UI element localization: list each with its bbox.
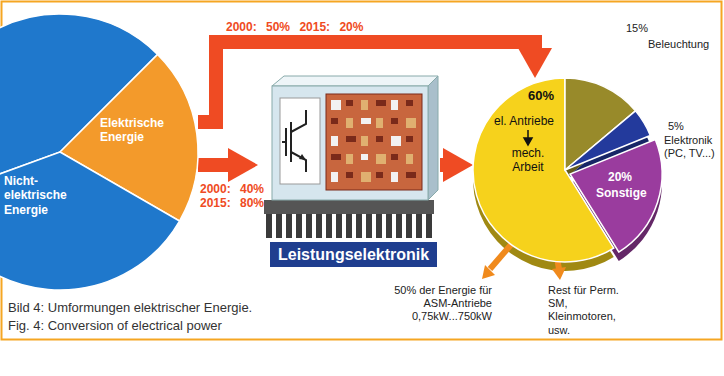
pie-slice [0, 152, 180, 290]
node-label: Nicht-elektrische Energie [4, 174, 74, 217]
edge-label: 2000: 40% 2015: 80% [200, 182, 268, 211]
node-label: 20% [608, 170, 632, 184]
caption-text: Bild 4: Umformungen elektrischer Energie… [8, 300, 252, 316]
node-text: Elektronik (PC, TV...) [664, 134, 720, 160]
node-label: Leistungselektronik [270, 242, 437, 267]
node-label: 15% [626, 22, 648, 35]
pie-slice: 20% Sonstige [473, 78, 657, 262]
flow-arrow [198, 158, 232, 172]
note-text: 50% der Energie für ASM-Antriebe 0,75kW.… [377, 284, 492, 324]
flow-arrow [198, 42, 535, 122]
caption-text: Fig. 4: Conversion of electrical power [8, 318, 222, 334]
leader-head [552, 267, 566, 280]
edge-label: 2000: 50% 2015: 20% [226, 20, 363, 34]
pie-slice: Nicht-elektrische Energie [0, 14, 198, 290]
pie-slice [570, 140, 662, 252]
node-text: el. Antriebe [494, 114, 554, 128]
note-text: Rest für Perm. SM, Kleinmotoren, usw. [548, 284, 628, 337]
power-electronics-module: Leistungselektronik [258, 72, 440, 272]
flow-arrow [440, 158, 447, 172]
node-text: mech. Arbeit [503, 146, 553, 175]
leader-arrow [482, 240, 515, 279]
node-label: 60% [528, 88, 554, 104]
module-illustration [264, 76, 438, 238]
down-arrow [524, 130, 532, 145]
node-text: Beleuchtung [648, 38, 709, 51]
node-label: 5% [668, 120, 684, 133]
leader-head [482, 265, 495, 279]
node-label: Elektrische Energie [100, 116, 180, 145]
node-shape [0, 14, 198, 290]
node-text: Sonstige [596, 186, 647, 200]
